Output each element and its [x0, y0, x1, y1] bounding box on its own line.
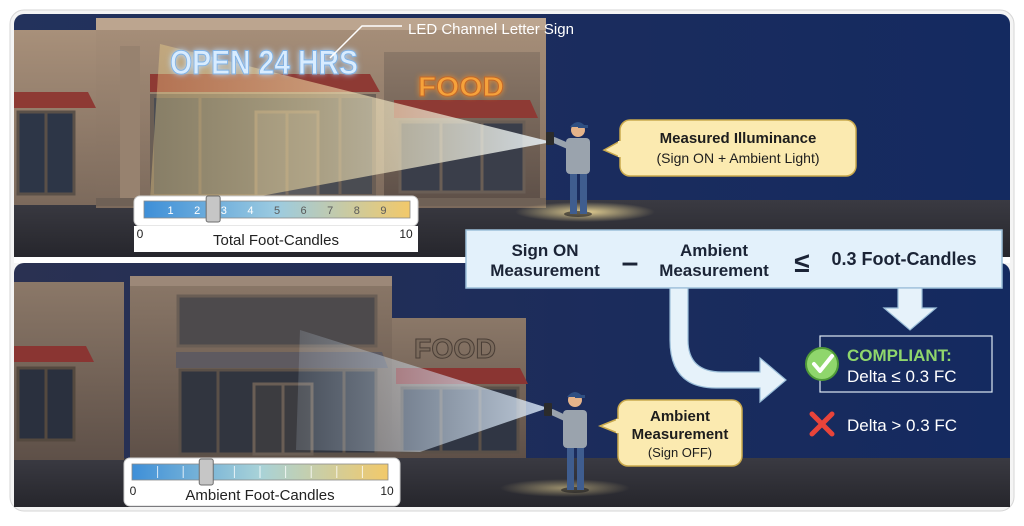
down-arrow [882, 287, 938, 331]
food-sign-bottom: FOOD [414, 333, 496, 364]
top-scene: OPEN 24 HRS FOOD LED Channel Letter Sign… [14, 14, 1010, 257]
inspector-top [546, 122, 592, 217]
compliant-title: COMPLIANT: [847, 346, 952, 365]
meter-caption: Ambient Foot-Candles [185, 487, 334, 504]
meter-reading-thumb [205, 195, 221, 223]
compliance-formula: Sign ON Measurement – Ambient Measuremen… [465, 229, 1003, 289]
meter-tick-label: 6 [301, 205, 307, 217]
bottom-scene: FOOD Ambient Measurement (Sign OFF) [14, 263, 1010, 507]
meter-tick-label: 7 [327, 205, 333, 217]
formula-term2-line2: Measurement [659, 261, 769, 280]
measured-title: Measured Illuminance [660, 130, 817, 147]
meter-caption: Total Foot-Candles [213, 232, 339, 249]
ambient-measurement-callout: Ambient Measurement (Sign OFF) [597, 399, 743, 467]
formula-term1-line2: Measurement [490, 261, 600, 280]
measured-illuminance-callout: Measured Illuminance (Sign ON + Ambient … [602, 119, 857, 177]
ambient-title-line1: Ambient [650, 408, 710, 425]
light-meter-icon [546, 132, 554, 145]
meter-tick-label: 9 [380, 205, 386, 217]
meter-max-label: 10 [399, 227, 413, 241]
formula-bar [465, 229, 1003, 289]
meter-max-label: 10 [380, 484, 394, 498]
meter-tick-label: 2 [194, 205, 200, 217]
callout-leader [329, 25, 402, 59]
meter-tick-label: 4 [247, 205, 253, 217]
check-circle-icon [805, 347, 839, 381]
led-sign-callout: LED Channel Letter Sign [408, 21, 574, 38]
meter-tick-labels: 1 2 3 4 5 6 7 8 9 [168, 205, 387, 217]
unlit-sign-panel [176, 294, 378, 348]
meter-tick-label: 8 [354, 205, 360, 217]
compliant-result: COMPLIANT: Delta ≤ 0.3 FC [805, 335, 993, 393]
ambient-foot-candles-meter: 0 10 Ambient Foot-Candles [123, 457, 401, 507]
x-mark-icon [809, 411, 835, 437]
meter-tick-label: 5 [274, 205, 280, 217]
inspector-bottom [544, 392, 589, 493]
fail-result: Delta > 0.3 FC [809, 411, 957, 437]
meter-reading-thumb [198, 458, 214, 486]
light-meter-icon [544, 403, 552, 416]
ambient-title-line2: Measurement [632, 426, 729, 443]
formula-threshold: 0.3 Foot-Candles [831, 249, 976, 269]
meter-tick-label: 3 [221, 205, 227, 217]
open-24-hrs-sign: OPEN 24 HRS [170, 44, 358, 82]
left-awning [14, 92, 96, 108]
compliant-detail: Delta ≤ 0.3 FC [847, 367, 956, 386]
formula-term1-line1: Sign ON [511, 241, 578, 260]
top-light-beam [150, 44, 552, 198]
total-foot-candles-meter: 1 2 3 4 5 6 7 8 9 0 10 Total Foot-Candles [133, 195, 419, 252]
measured-subtitle: (Sign ON + Ambient Light) [656, 150, 819, 166]
meter-min-label: 0 [130, 484, 137, 498]
bottom-light-beam [296, 330, 548, 452]
meter-tick-label: 1 [168, 205, 174, 217]
formula-less-equal: ≤ [794, 247, 809, 278]
ambient-subtitle: (Sign OFF) [648, 445, 712, 460]
formula-term2-line1: Ambient [680, 241, 748, 260]
fail-detail: Delta > 0.3 FC [847, 416, 957, 435]
curved-arrow [669, 287, 787, 404]
formula-minus: – [622, 246, 639, 279]
food-sign-top: FOOD [418, 71, 504, 102]
meter-min-label: 0 [137, 227, 144, 241]
